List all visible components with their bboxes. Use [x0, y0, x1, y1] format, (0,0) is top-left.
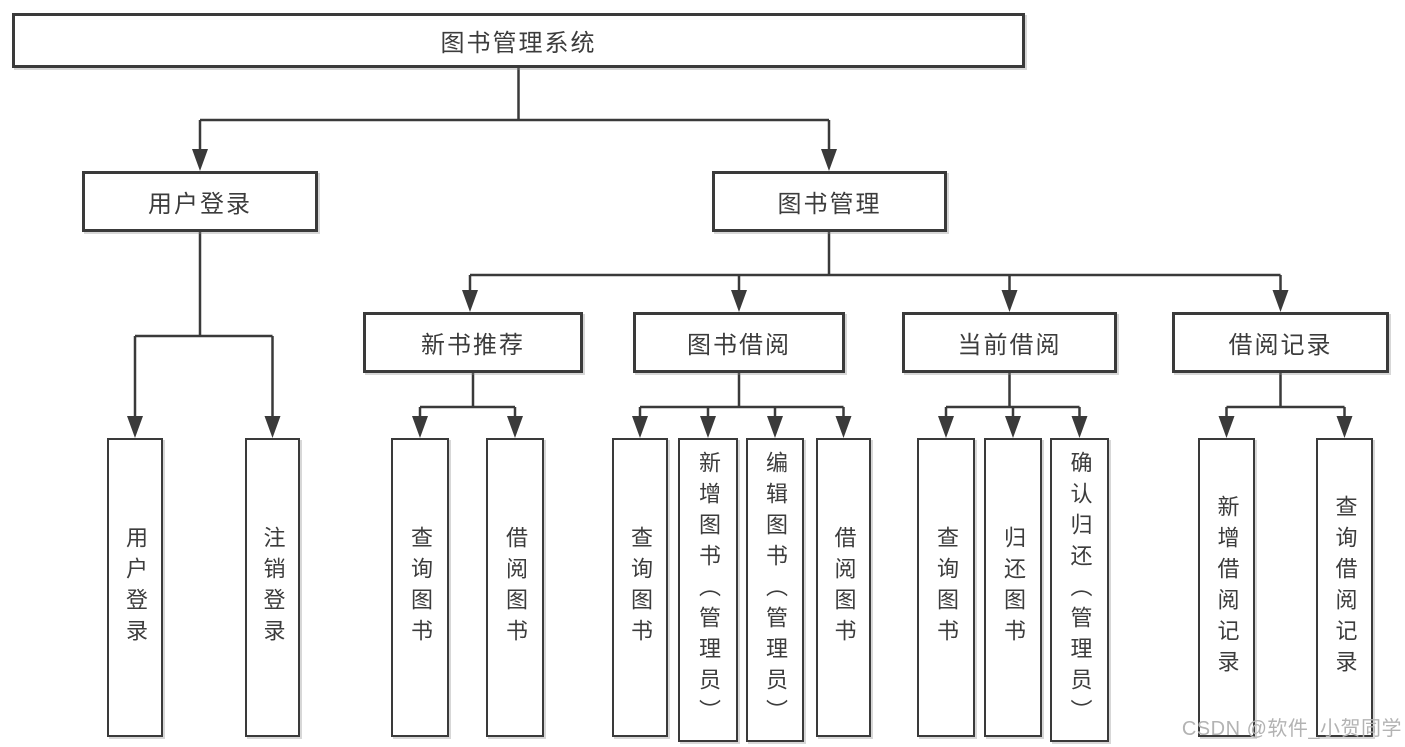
node-book-management: 图书管理 — [712, 171, 947, 232]
leaf-user-login: 用户登录 — [107, 438, 163, 737]
node-book-borrowing-label: 图书借阅 — [687, 332, 791, 359]
leaf-query-books-3-label: 查询图书 — [934, 525, 959, 650]
leaf-borrow-books-2-label: 借阅图书 — [831, 525, 857, 650]
node-user-login-label: 用户登录 — [148, 191, 252, 218]
leaf-query-books-1: 查询图书 — [391, 438, 449, 737]
watermark: CSDN @软件_小贺同学 — [1181, 718, 1402, 740]
node-new-book-recommendation-label: 新书推荐 — [421, 332, 525, 359]
leaf-return-books-label: 归还图书 — [1001, 525, 1026, 650]
node-root-label: 图书管理系统 — [440, 30, 597, 57]
edge-current-children — [944, 373, 1081, 418]
leaf-query-books-2: 查询图书 — [612, 438, 668, 737]
node-current-borrowing-label: 当前借阅 — [957, 332, 1062, 359]
leaf-query-borrow-record-label: 查询借阅记录 — [1332, 494, 1358, 681]
leaf-add-borrow-record: 新增借阅记录 — [1198, 438, 1255, 737]
leaf-query-books-2-label: 查询图书 — [628, 525, 653, 650]
leaf-logout: 注销登录 — [245, 438, 300, 737]
arrowhead-records-children — [1218, 416, 1353, 438]
arrowhead-new-books-children — [412, 416, 523, 438]
edge-borrow-children — [638, 373, 845, 418]
leaf-edit-books-admin: 编辑图书（管理员） — [746, 438, 804, 742]
leaf-borrow-books-2: 借阅图书 — [816, 438, 871, 737]
arrowhead-borrow-children — [632, 416, 852, 438]
leaf-query-books-1-label: 查询图书 — [408, 525, 433, 650]
arrowhead-book-mgmt-groups — [462, 290, 1289, 312]
leaf-confirm-return-admin-label: 确认归还（管理员） — [1067, 450, 1093, 730]
leaf-logout-label: 注销登录 — [260, 525, 286, 650]
node-book-borrowing: 图书借阅 — [633, 312, 845, 373]
node-borrowing-records-label: 借阅记录 — [1228, 332, 1333, 359]
leaf-user-login-label: 用户登录 — [123, 525, 148, 650]
leaf-return-books: 归还图书 — [984, 438, 1042, 737]
leaf-add-books-admin: 新增图书（管理员） — [678, 438, 738, 742]
node-user-login: 用户登录 — [82, 171, 318, 232]
node-root-library-system: 图书管理系统 — [12, 13, 1025, 68]
leaf-confirm-return-admin: 确认归还（管理员） — [1050, 438, 1109, 742]
edge-user-login-children — [133, 232, 274, 418]
leaf-add-books-admin-label: 新增图书（管理员） — [696, 450, 721, 730]
leaf-add-borrow-record-label: 新增借阅记录 — [1214, 494, 1240, 681]
edge-records-children — [1225, 373, 1346, 418]
node-new-book-recommendation: 新书推荐 — [363, 312, 583, 373]
leaf-borrow-books-1: 借阅图书 — [486, 438, 544, 737]
leaf-edit-books-admin-label: 编辑图书（管理员） — [763, 450, 788, 730]
node-current-borrowing: 当前借阅 — [902, 312, 1117, 373]
arrowhead-level2 — [192, 149, 837, 171]
edge-new-books-children — [418, 373, 517, 418]
arrowhead-current-children — [938, 416, 1088, 438]
leaf-borrow-books-1-label: 借阅图书 — [503, 525, 528, 650]
node-borrowing-records: 借阅记录 — [1172, 312, 1389, 373]
node-book-management-label: 图书管理 — [777, 191, 882, 218]
edge-root-to-level2 — [198, 68, 831, 152]
leaf-query-books-3: 查询图书 — [917, 438, 975, 737]
leaf-query-borrow-record: 查询借阅记录 — [1316, 438, 1373, 737]
edge-book-mgmt-groups — [468, 232, 1282, 292]
arrowhead-user-login-children — [127, 416, 281, 438]
